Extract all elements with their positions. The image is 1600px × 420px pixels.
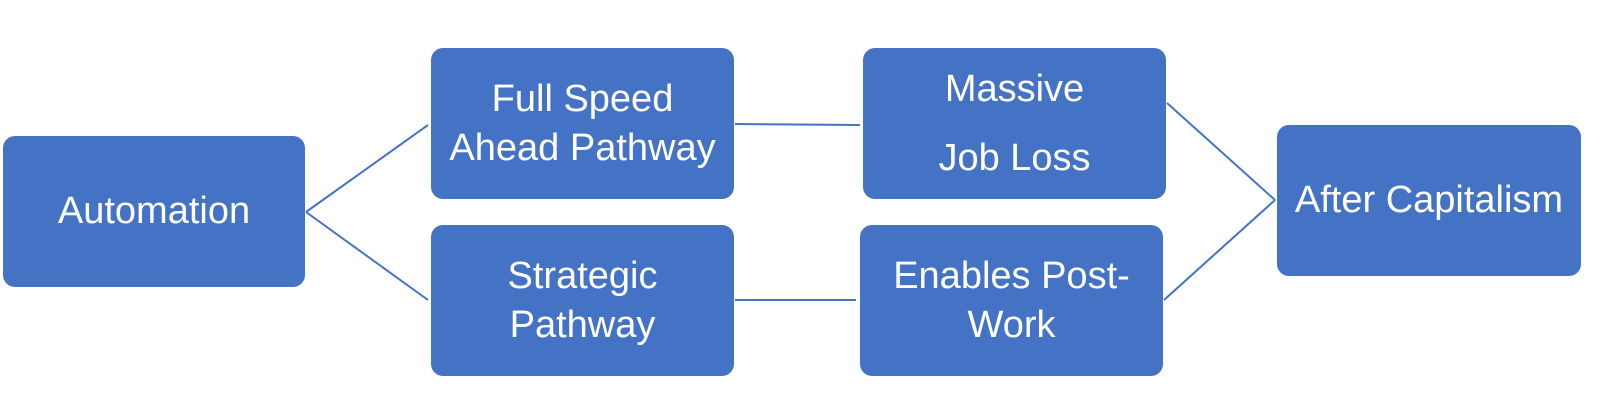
node-after-capitalism-label: After Capitalism — [1294, 179, 1564, 222]
node-enables-post-work: Enables Post- Work — [860, 225, 1163, 376]
edge-automation-to-full-speed — [305, 124, 429, 213]
node-strategic-label-line-1: Strategic — [507, 254, 658, 297]
node-automation-label: Automation — [57, 190, 251, 233]
node-full-speed-ahead-pathway: Full Speed Ahead Pathway — [431, 48, 734, 199]
edge-automation-to-strategic — [305, 211, 429, 301]
node-full-speed-label-line-1: Full Speed — [491, 77, 674, 120]
node-full-speed-label-line-2: Ahead Pathway — [449, 126, 716, 169]
node-massive-label-line-2: Job Loss — [938, 136, 1091, 179]
edge-massive-job-loss-to-after-capitalism — [1166, 102, 1276, 201]
edge-enables-post-work-to-after-capitalism — [1163, 199, 1276, 301]
node-after-capitalism: After Capitalism — [1277, 125, 1581, 276]
edge-full-speed-to-massive-job-loss — [734, 123, 861, 126]
node-massive-label-line-1: Massive — [944, 68, 1085, 111]
node-enables-label-line-2: Work — [967, 303, 1056, 346]
node-automation: Automation — [3, 136, 305, 287]
node-massive-job-loss: Massive Job Loss — [863, 48, 1166, 199]
node-enables-label-line-1: Enables Post- — [893, 254, 1130, 297]
node-strategic-label-line-2: Pathway — [509, 303, 656, 346]
node-strategic-pathway: Strategic Pathway — [431, 225, 734, 376]
